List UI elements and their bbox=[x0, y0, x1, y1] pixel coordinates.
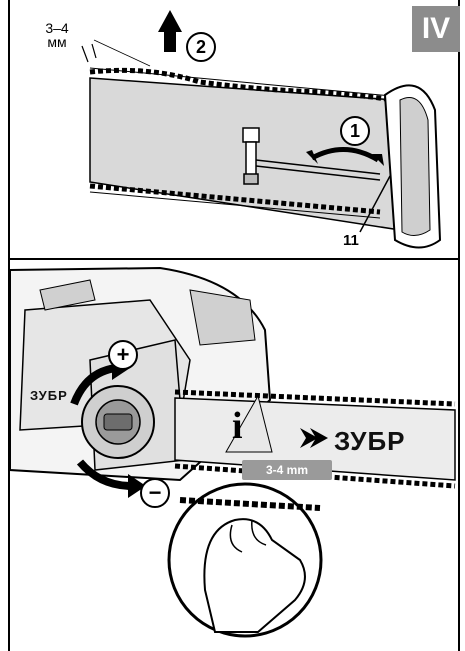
rotate-clockwise-icon bbox=[70, 364, 117, 406]
step-2-marker: 2 bbox=[186, 32, 216, 62]
chain-top bbox=[89, 67, 393, 103]
brand-label-small: ЗУБР bbox=[30, 388, 68, 403]
curved-double-arrow-icon bbox=[306, 147, 384, 166]
part-number-11: 11 bbox=[343, 232, 359, 249]
tension-knob-icon bbox=[81, 385, 155, 459]
leader-11 bbox=[359, 175, 391, 233]
gap-label: 3–4 мм bbox=[34, 21, 80, 49]
frame-right-border bbox=[458, 0, 460, 651]
brand-logo-mark bbox=[300, 428, 328, 448]
info-mark: i bbox=[232, 405, 243, 447]
step-badge: IV bbox=[412, 6, 460, 52]
figure-divider bbox=[8, 258, 460, 260]
arrow-up-icon bbox=[158, 10, 182, 52]
plus-marker: + bbox=[108, 340, 138, 370]
rotate-counterclockwise-icon bbox=[76, 459, 133, 490]
gap-value: 3–4 bbox=[45, 20, 69, 36]
info-icon bbox=[225, 394, 273, 453]
tension-screw-icon bbox=[242, 127, 381, 185]
step-1-marker: 1 bbox=[340, 116, 370, 146]
chain-top-bottom-fig bbox=[174, 389, 456, 407]
gap-unit: мм bbox=[47, 34, 67, 50]
brand-label-large: ЗУБР bbox=[334, 426, 406, 456]
gap-tag: 3-4 mm bbox=[242, 460, 332, 480]
chain-bottom bbox=[89, 183, 381, 215]
gap-marker bbox=[81, 39, 151, 67]
minus-marker: − bbox=[140, 478, 170, 508]
hand-pull-chain-icon bbox=[167, 482, 323, 638]
